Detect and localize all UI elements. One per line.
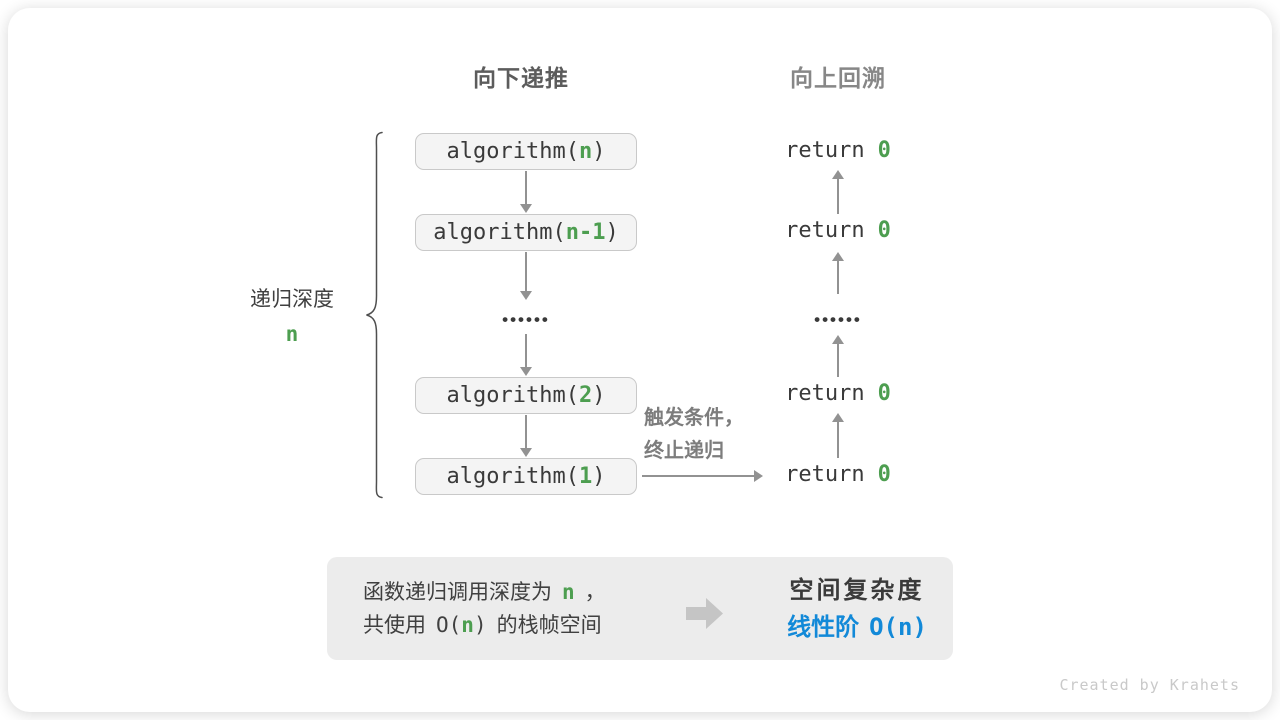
call-arg: 1	[578, 464, 593, 489]
summary-line2-text-end: 的栈帧空间	[496, 614, 602, 637]
arrow-up-icon	[832, 170, 844, 214]
space-complexity-result: 线性阶 O(n)	[757, 607, 957, 642]
return-value: 0	[877, 218, 891, 243]
arrow-up-icon	[832, 335, 844, 377]
arrow-up-icon	[832, 413, 844, 458]
big-o-close: )	[912, 613, 927, 641]
call-box-n-1: algorithm(n-1)	[415, 214, 637, 251]
arrow-up-icon	[832, 252, 844, 294]
depth-value: n	[285, 322, 299, 346]
call-arg: 2	[578, 383, 593, 408]
depth-label: 递归深度	[250, 288, 334, 311]
result-big-o: O(n)	[869, 613, 927, 641]
call-box-n: algorithm(n)	[415, 133, 637, 170]
return-row: return 0	[768, 462, 908, 488]
header-recurse-down: 向下递推	[473, 65, 569, 91]
summary-line2: 共使用 O(n) 的栈帧空间	[363, 612, 602, 639]
call-arg: n	[578, 139, 593, 164]
return-keyword: return	[785, 462, 865, 487]
terminate-line1: 触发条件，	[644, 407, 744, 429]
return-row: return 0	[768, 138, 908, 164]
big-o-var: n	[461, 613, 474, 637]
result-label: 线性阶	[787, 614, 860, 641]
call-fn: algorithm(	[433, 220, 566, 245]
call-box-2: algorithm(2)	[415, 377, 637, 414]
big-o-open: O(	[436, 613, 462, 637]
credit-text: Created by Krahets	[1059, 676, 1240, 694]
summary-line1: 函数递归调用深度为 n ，	[363, 579, 606, 606]
arrow-down-icon	[520, 334, 532, 376]
return-row: return 0	[768, 381, 908, 407]
arrow-down-icon	[520, 415, 532, 457]
block-arrow-right-icon	[686, 598, 723, 629]
header-backtrack-up: 向上回溯	[790, 65, 886, 91]
arrow-down-icon	[520, 252, 532, 300]
return-value: 0	[877, 381, 891, 406]
return-keyword: return	[785, 218, 865, 243]
summary-line1-text: 函数递归调用深度为	[363, 581, 552, 604]
call-close: )	[605, 220, 619, 245]
summary-line1-var: n	[562, 580, 575, 604]
big-o-var: n	[898, 613, 913, 641]
terminate-line2: 终止递归	[644, 440, 724, 462]
depth-brace-icon	[366, 131, 383, 499]
call-box-1: algorithm(1)	[415, 458, 637, 495]
call-close: )	[592, 464, 606, 489]
summary-box	[327, 557, 953, 660]
terminate-note: 触发条件， 终止递归	[644, 402, 744, 468]
return-row: return 0	[768, 218, 908, 244]
call-fn: algorithm(	[446, 464, 579, 489]
big-o-open: O(	[869, 613, 898, 641]
arrow-down-icon	[520, 171, 532, 213]
call-close: )	[592, 383, 606, 408]
arrow-right-icon	[642, 470, 763, 482]
call-arg: n-1	[565, 220, 606, 245]
return-keyword: return	[785, 381, 865, 406]
return-value: 0	[877, 138, 891, 163]
ellipsis-dots: ••••••	[814, 310, 862, 329]
call-fn: algorithm(	[446, 139, 579, 164]
summary-line1-comma: ，	[584, 581, 606, 604]
call-fn: algorithm(	[446, 383, 579, 408]
ellipsis-dots: ••••••	[502, 310, 550, 329]
call-close: )	[592, 139, 606, 164]
return-value: 0	[877, 462, 891, 487]
depth-label-group: 递归深度 n	[234, 283, 350, 346]
summary-big-o: O(n)	[436, 613, 487, 637]
return-keyword: return	[785, 138, 865, 163]
summary-line2-text: 共使用	[363, 614, 426, 637]
space-complexity-title: 空间复杂度	[789, 577, 925, 604]
big-o-close: )	[473, 613, 487, 637]
